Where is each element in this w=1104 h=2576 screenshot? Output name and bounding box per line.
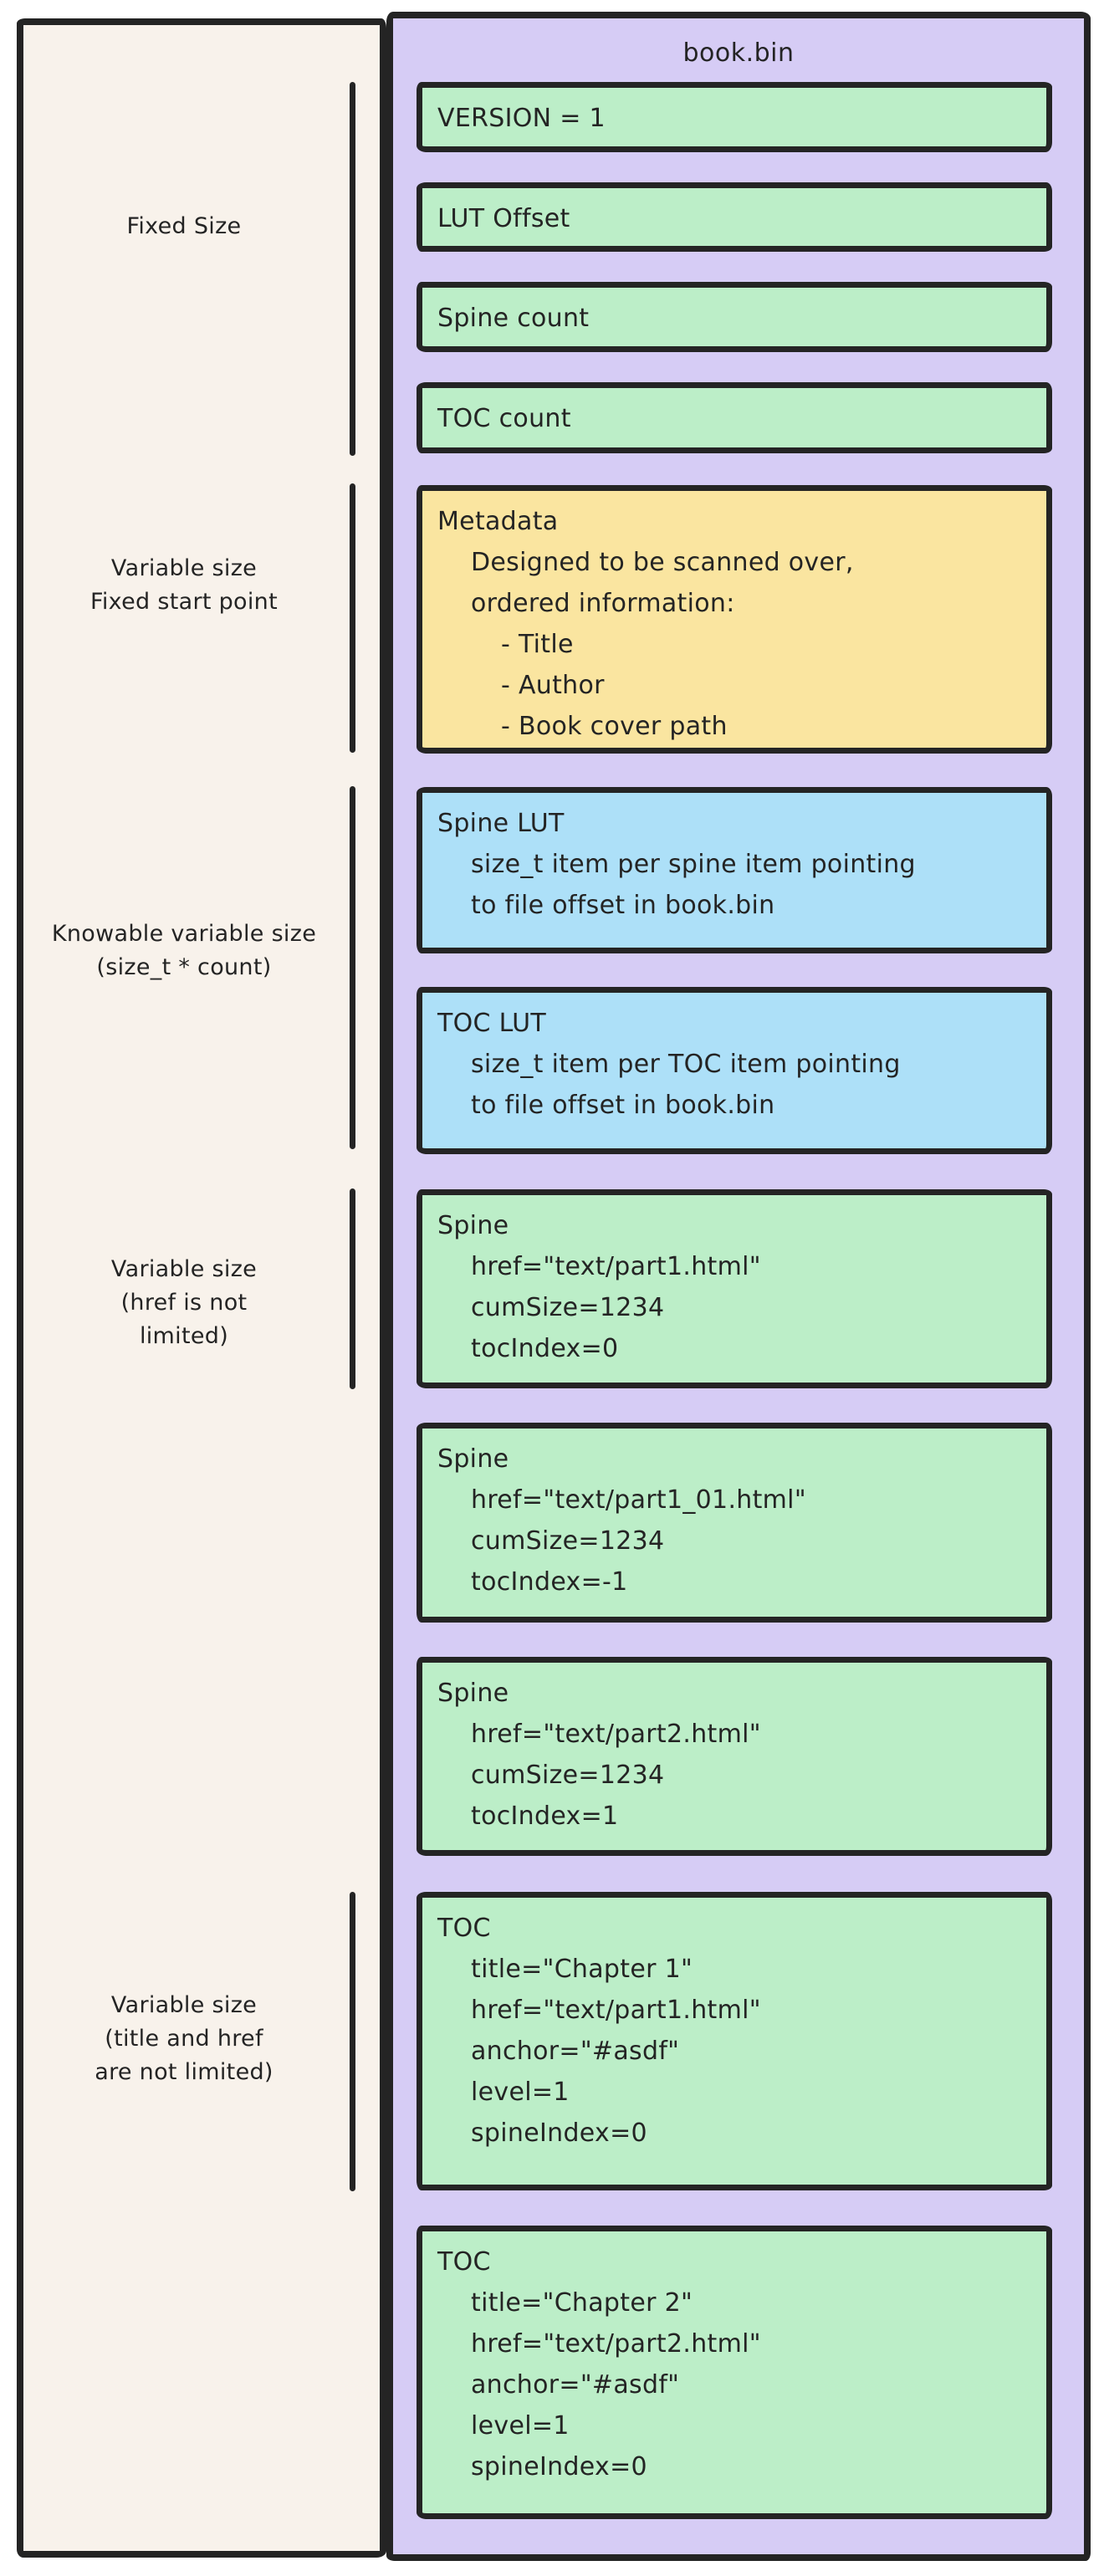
field-text: - Book cover path bbox=[501, 712, 728, 741]
bracket-fixed-size bbox=[350, 82, 355, 456]
field-box-toc-lut: TOC LUT size_t item per TOC item pointin… bbox=[417, 987, 1052, 1154]
section-label-line: (href is not bbox=[120, 1290, 248, 1316]
field-text: TOC bbox=[437, 2247, 491, 2277]
section-label-line: Fixed Size bbox=[126, 213, 242, 239]
field-text: href="text/part1_01.html" bbox=[471, 1485, 806, 1515]
field-box-spine-1: Spine href="text/part1.html" cumSize=123… bbox=[417, 1189, 1052, 1388]
section-label-fixed-size: Fixed Size bbox=[25, 210, 343, 243]
field-text: TOC LUT bbox=[437, 1009, 547, 1038]
section-label-line: Fixed start point bbox=[90, 589, 278, 615]
field-text: ordered information: bbox=[471, 589, 735, 618]
field-text: to file offset in book.bin bbox=[471, 1091, 775, 1120]
bracket-variable-fixed-start bbox=[350, 483, 355, 753]
field-text: tocIndex=1 bbox=[471, 1802, 619, 1831]
section-label-variable-title-href: Variable size (title and href are not li… bbox=[25, 1989, 343, 2089]
field-text: Spine count bbox=[437, 304, 590, 333]
field-box-toc-1: TOC title="Chapter 1" href="text/part1.h… bbox=[417, 1892, 1052, 2190]
section-label-line: Variable size bbox=[110, 1256, 258, 1282]
field-box-version: VERSION = 1 bbox=[417, 82, 1052, 152]
file-title: book.bin bbox=[682, 38, 795, 68]
field-text: VERSION = 1 bbox=[437, 104, 606, 133]
field-text: size_t item per spine item pointing bbox=[471, 850, 916, 879]
field-box-spine-lut: Spine LUT size_t item per spine item poi… bbox=[417, 787, 1052, 953]
field-text: anchor="#asdf" bbox=[471, 2370, 680, 2400]
bracket-variable-href bbox=[350, 1188, 355, 1389]
field-text: spineIndex=0 bbox=[471, 2452, 647, 2481]
field-box-spine-2: Spine href="text/part1_01.html" cumSize=… bbox=[417, 1423, 1052, 1623]
field-text: anchor="#asdf" bbox=[471, 2037, 680, 2066]
field-box-metadata: Metadata Designed to be scanned over, or… bbox=[417, 485, 1052, 754]
field-text: Designed to be scanned over, bbox=[471, 548, 854, 577]
field-text: Metadata bbox=[437, 507, 559, 536]
field-text: size_t item per TOC item pointing bbox=[471, 1050, 901, 1079]
field-text: level=1 bbox=[471, 2078, 570, 2107]
field-box-lut-offset: LUT Offset bbox=[417, 182, 1052, 252]
section-label-line: (title and href bbox=[105, 2026, 263, 2052]
field-text: Spine bbox=[437, 1211, 509, 1240]
field-text: cumSize=1234 bbox=[471, 1526, 665, 1556]
section-label-line: Variable size bbox=[110, 555, 258, 581]
field-box-toc-2: TOC title="Chapter 2" href="text/part2.h… bbox=[417, 2226, 1052, 2519]
field-text: title="Chapter 1" bbox=[471, 1955, 693, 1984]
section-label-knowable-variable: Knowable variable size (size_t * count) bbox=[25, 917, 343, 984]
field-text: cumSize=1234 bbox=[471, 1293, 665, 1322]
field-text: Spine bbox=[437, 1444, 509, 1474]
field-text: tocIndex=-1 bbox=[471, 1567, 628, 1597]
bracket-knowable-variable bbox=[350, 786, 355, 1149]
section-label-line: limited) bbox=[139, 1323, 229, 1349]
field-text: TOC bbox=[437, 1914, 491, 1943]
section-label-variable-fixed-start: Variable size Fixed start point bbox=[25, 552, 343, 619]
field-text: TOC count bbox=[437, 404, 571, 433]
section-label-line: Variable size bbox=[110, 1992, 258, 2018]
section-label-line: (size_t * count) bbox=[96, 954, 272, 980]
field-text: href="text/part2.html" bbox=[471, 1720, 761, 1749]
field-text: Spine LUT bbox=[437, 809, 565, 838]
field-text: level=1 bbox=[471, 2411, 570, 2441]
section-label-line: are not limited) bbox=[95, 2059, 273, 2085]
field-text: to file offset in book.bin bbox=[471, 891, 775, 920]
field-text: tocIndex=0 bbox=[471, 1334, 619, 1363]
section-label-variable-href: Variable size (href is not limited) bbox=[25, 1253, 343, 1353]
field-text: LUT Offset bbox=[437, 204, 570, 233]
field-text: Spine bbox=[437, 1679, 509, 1708]
field-text: - Title bbox=[501, 630, 574, 659]
field-box-spine-3: Spine href="text/part2.html" cumSize=123… bbox=[417, 1657, 1052, 1856]
field-text: - Author bbox=[501, 671, 605, 700]
field-text: href="text/part2.html" bbox=[471, 2329, 761, 2359]
field-text: href="text/part1.html" bbox=[471, 1252, 761, 1281]
labels-panel bbox=[17, 18, 386, 2558]
field-text: href="text/part1.html" bbox=[471, 1996, 761, 2025]
field-box-toc-count: TOC count bbox=[417, 382, 1052, 453]
field-text: title="Chapter 2" bbox=[471, 2288, 693, 2318]
section-label-line: Knowable variable size bbox=[51, 921, 317, 947]
field-box-spine-count: Spine count bbox=[417, 282, 1052, 352]
bracket-variable-title-href bbox=[350, 1892, 355, 2191]
field-text: cumSize=1234 bbox=[471, 1761, 665, 1790]
field-text: spineIndex=0 bbox=[471, 2119, 647, 2148]
